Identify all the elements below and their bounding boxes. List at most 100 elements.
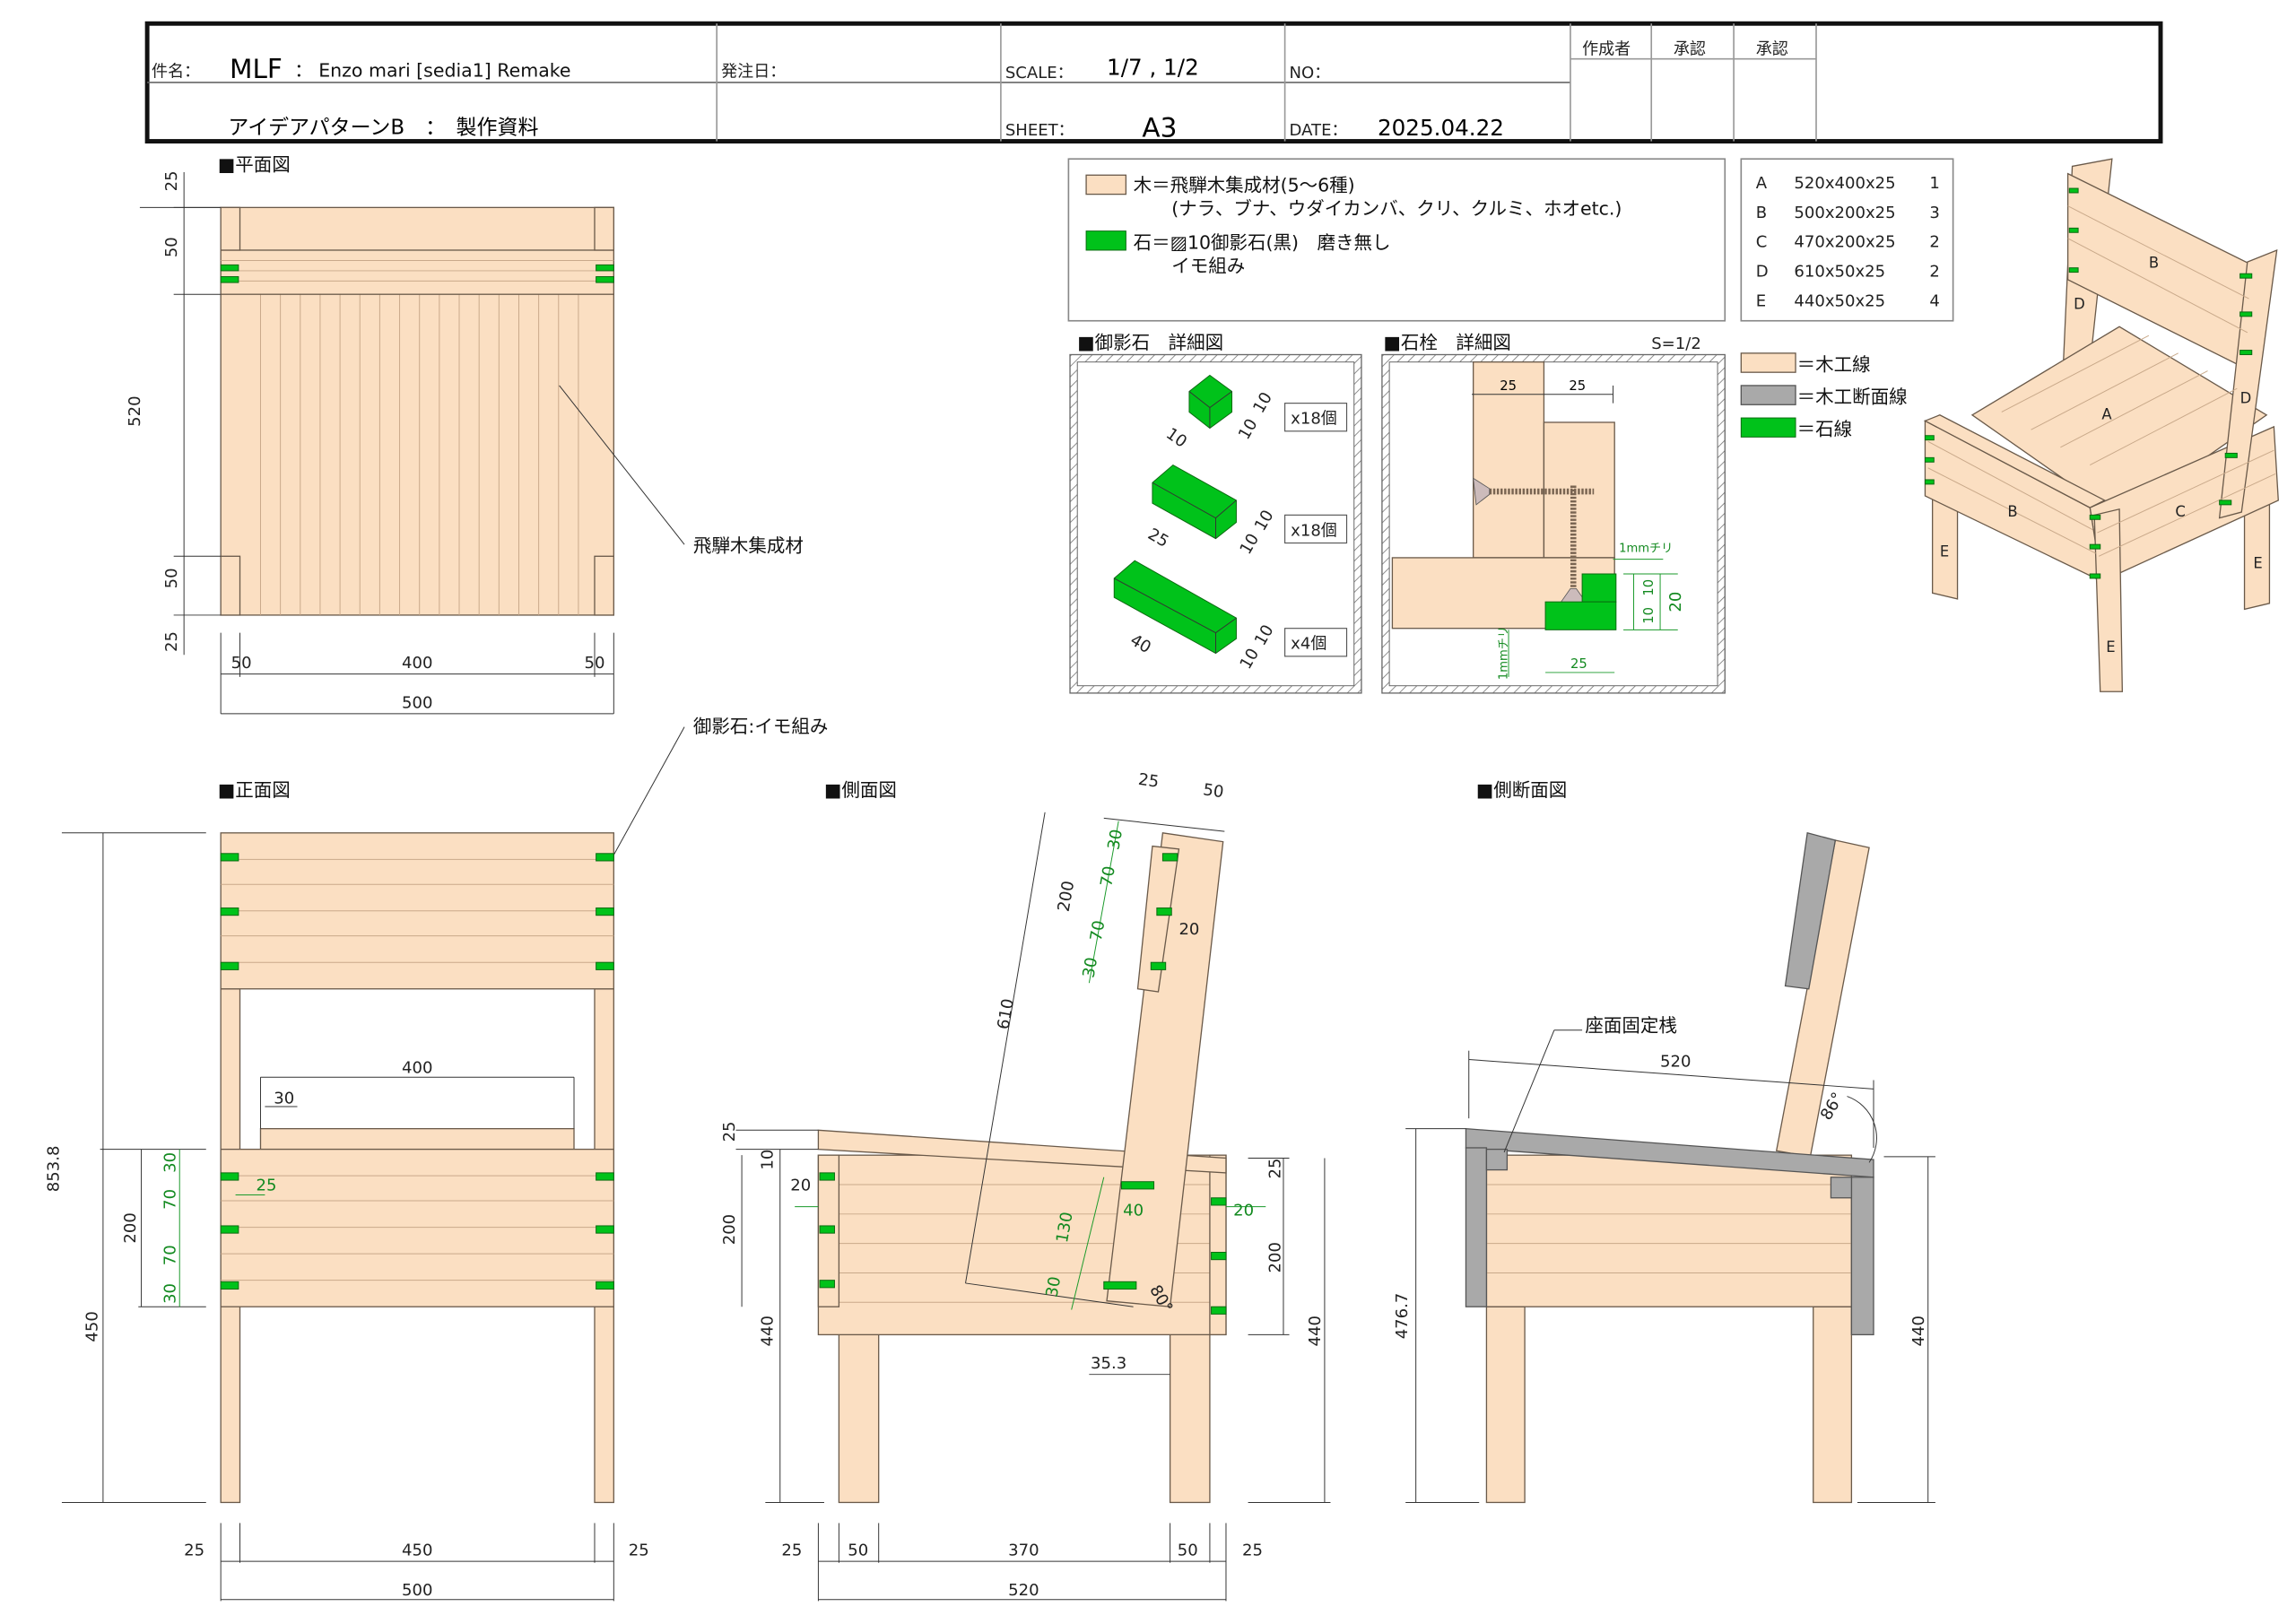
author-label: 作成者	[1582, 40, 1631, 59]
date-label: DATE：	[1290, 121, 1348, 140]
side-dim-20-left: 20	[790, 1177, 811, 1195]
wood-legend-2: (ナラ、ブナ、ウダイカンバ、クリ、クルミ、ホオetc.)	[1171, 198, 1622, 220]
sheet-value: A3	[1142, 113, 1177, 143]
title-block: 件名： MLF ： Enzo mari [sedia1] Remake アイデア…	[144, 21, 2163, 143]
side-green-70-a: 70	[1097, 864, 1119, 888]
side-dim-25-right: 25	[1266, 1158, 1285, 1178]
part-id: E	[1756, 291, 1766, 310]
iso-label-b-front: B	[2007, 503, 2017, 520]
subject-text: ： Enzo mari [sedia1] Remake	[294, 59, 570, 81]
stone-plug	[596, 1225, 614, 1234]
front-dim-25-left: 25	[184, 1541, 204, 1560]
side-green-30-b: 30	[1080, 956, 1102, 979]
part-qty: 4	[1929, 291, 1939, 310]
plan-dim-25-top: 25	[162, 170, 181, 191]
stone-plug	[596, 1172, 614, 1181]
stone-plug	[819, 1225, 835, 1234]
approval1-label: 承認	[1674, 40, 1706, 59]
screw-icon	[1473, 477, 1595, 604]
part-id: C	[1756, 233, 1768, 252]
stone-plug	[596, 853, 614, 862]
side-dim-200-left: 200	[720, 1214, 739, 1245]
part-qty: 2	[1929, 263, 1939, 282]
side-dim-35-3: 35.3	[1091, 1354, 1126, 1373]
part-qty: 1	[1929, 174, 1939, 193]
section-view-title: ■側断面図	[1476, 779, 1567, 801]
plan-dim-50-bottom: 50	[162, 568, 181, 588]
stone-plug	[596, 961, 614, 970]
plan-dim-50-right: 50	[584, 654, 604, 673]
no-label: NO：	[1290, 64, 1331, 83]
stone-plug	[1120, 1181, 1155, 1190]
stone-detail: ■御影石 詳細図 10 10 10 x18個 25 10 10 x18個 40 …	[1069, 332, 1362, 694]
front-view-title: ■正面図	[218, 779, 291, 801]
side-dim-50-top: 50	[1202, 780, 1225, 802]
side-dim-440-left: 440	[759, 1316, 778, 1346]
side-dim-50-br: 50	[1178, 1541, 1198, 1560]
stone-plug	[220, 1225, 239, 1234]
side-dim-610: 610	[994, 997, 1018, 1031]
scale-value: 1/7 , 1/2	[1107, 55, 1199, 81]
side-dim-440-right: 440	[1306, 1316, 1325, 1346]
iso-label-d-right: D	[2240, 390, 2252, 407]
stone-plug	[1156, 908, 1172, 916]
stone-leader-label: 御影石:イモ組み	[693, 716, 828, 737]
plug-gap-2: 1mmチリ	[1497, 626, 1510, 680]
front-dim-30: 30	[274, 1090, 294, 1108]
side-dim-10: 10	[759, 1150, 778, 1170]
plan-dim-500: 500	[402, 693, 432, 712]
part-size: 440x50x25	[1794, 291, 1885, 310]
stone2-count: x18個	[1291, 521, 1337, 540]
iso-label-e-1: E	[1940, 543, 1949, 560]
part-size: 500x200x25	[1794, 204, 1895, 222]
side-dim-200-right: 200	[1266, 1242, 1285, 1272]
material-legend: 木＝飛騨木集成材(5〜6種) (ナラ、ブナ、ウダイカンバ、クリ、クルミ、ホオet…	[1067, 158, 1726, 322]
side-dim-520: 520	[1008, 1581, 1039, 1600]
stone-plug	[220, 1281, 239, 1290]
stone-plug	[819, 1280, 835, 1289]
line-legend: ＝木工線 ＝木工断面線 ＝石線	[1740, 352, 1908, 440]
stone-plug	[1103, 1281, 1137, 1290]
stone-plug	[1150, 961, 1167, 970]
plan-dim-25-bottom: 25	[162, 631, 181, 652]
project-name: MLF	[230, 54, 283, 84]
stone-detail-title: ■御影石 詳細図	[1077, 332, 1223, 353]
part-size: 610x50x25	[1794, 263, 1885, 282]
stone-plug	[1211, 1197, 1227, 1206]
side-view-title: ■側面図	[824, 779, 897, 801]
plug-h2: 10	[1641, 607, 1657, 624]
plug-dim-b: 25	[1569, 378, 1586, 394]
line-legend-section: ＝木工断面線	[1797, 386, 1908, 408]
plan-dim-50-top: 50	[162, 237, 181, 257]
front-dim-400: 400	[402, 1058, 432, 1077]
part-id: A	[1756, 174, 1768, 193]
part-qty: 3	[1929, 204, 1939, 222]
front-dim-450-width: 450	[402, 1541, 432, 1560]
side-dim-370: 370	[1008, 1541, 1039, 1560]
stone-plug	[220, 961, 239, 970]
plug-detail: ■石栓 詳細図 S=1/2 25 25 1mmチリ 1mmチリ 10 10 20…	[1381, 332, 1726, 694]
part-size: 470x200x25	[1794, 233, 1895, 252]
stone-plug	[1211, 1306, 1227, 1315]
plug-h1: 10	[1641, 579, 1657, 596]
plan-view: ■平面図 25 50 520 50 25 50 400 50 500 飛騨木集成…	[126, 153, 804, 715]
isometric-chair: B D D A B C E E E	[1923, 158, 2279, 692]
front-dim-500: 500	[402, 1581, 432, 1600]
stone-legend-1: 石＝▨10御影石(黒) 磨き無し	[1134, 231, 1391, 253]
plug-width: 25	[1570, 656, 1587, 672]
front-green-30-bottom: 30	[161, 1283, 179, 1304]
iso-label-d-left: D	[2074, 296, 2085, 313]
iso-label-b-back: B	[2149, 255, 2159, 272]
section-dim-440: 440	[1909, 1316, 1928, 1346]
stone-plug	[596, 908, 614, 916]
front-green-70-b: 70	[161, 1245, 179, 1265]
stone-plug	[1211, 1251, 1227, 1261]
stone-plug	[1161, 853, 1178, 862]
stone-plug	[220, 853, 239, 862]
side-green-70-b: 70	[1087, 919, 1109, 942]
iso-label-a: A	[2101, 406, 2112, 423]
